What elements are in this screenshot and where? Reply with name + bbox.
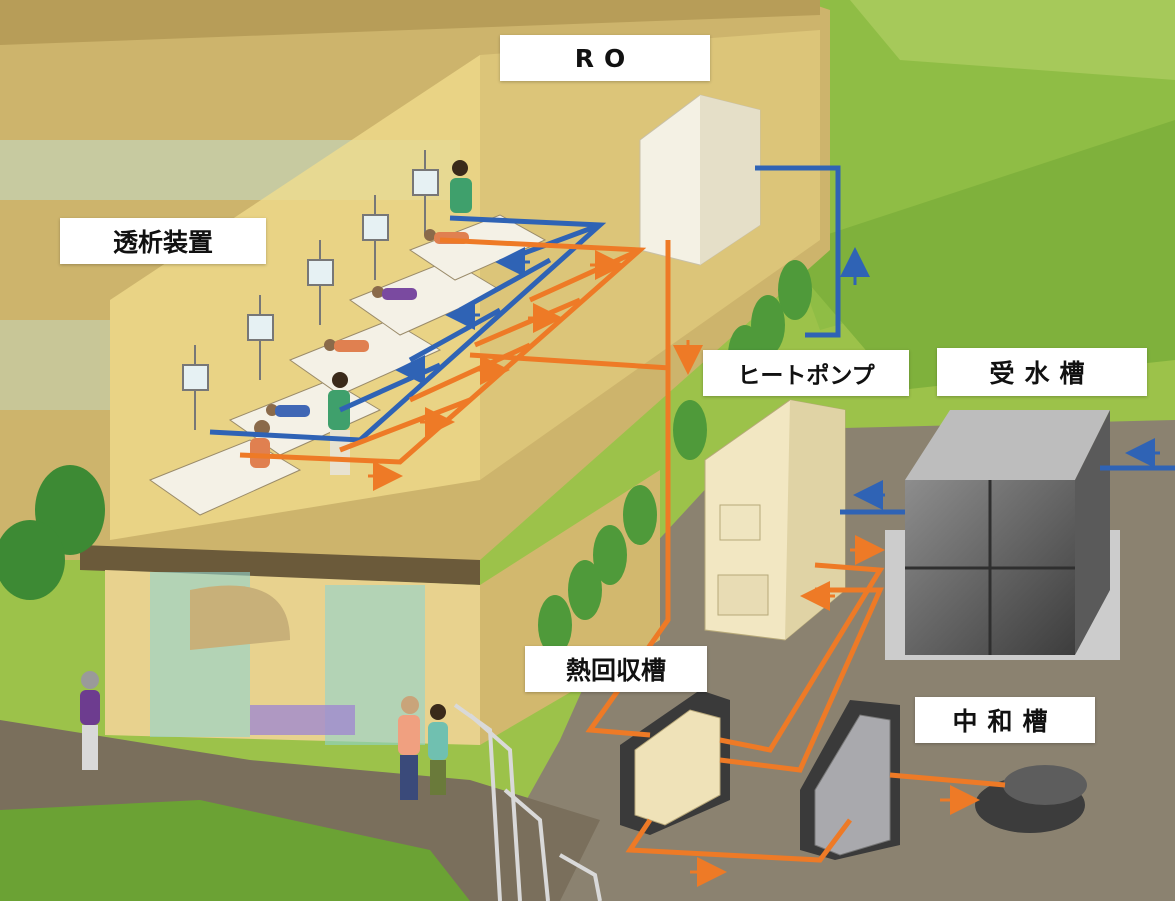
manhole [975,765,1087,833]
heat-recovery-tank [620,690,730,835]
dialysis-room [148,150,547,516]
neutralization-tank [800,700,900,860]
ro-unit [639,94,761,266]
person-icon [80,671,448,800]
dialysis-equipment-label: 透析装置 [60,218,266,264]
water-receiving-tank-label: 受水槽 [937,348,1147,396]
water-receiving-tank [885,410,1120,660]
heat-recovery-tank-label: 熱回収槽 [525,646,707,692]
ro-label: RO [500,35,710,81]
heat-pump-label: ヒートポンプ [703,350,909,396]
iv-stand-icon [182,150,439,430]
neutralization-tank-label: 中和槽 [915,697,1095,743]
arrow-icon [368,247,1160,887]
handrail [453,703,602,901]
heat-pump-unit [704,399,846,641]
